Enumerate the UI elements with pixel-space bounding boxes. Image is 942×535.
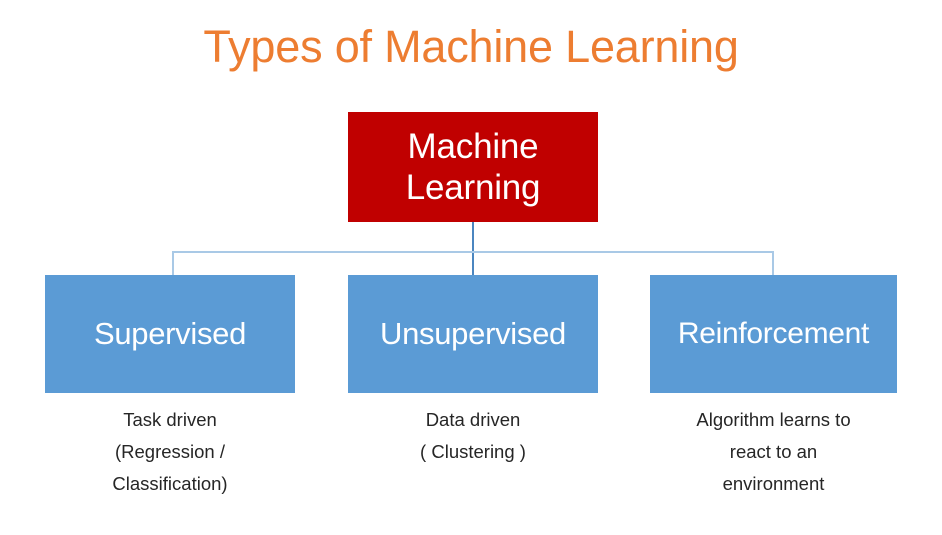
node-reinforcement[interactable]: Reinforcement: [650, 275, 897, 393]
node-reinforcement-label: Reinforcement: [677, 316, 870, 350]
node-supervised[interactable]: Supervised: [45, 275, 295, 393]
node-supervised-label: Supervised: [93, 316, 247, 352]
node-machine-learning[interactable]: Machine Learning: [348, 112, 598, 222]
node-machine-learning-label: Machine Learning: [405, 126, 541, 207]
connector-stem-root: [472, 222, 474, 275]
page-title: Types of Machine Learning: [203, 21, 739, 72]
node-unsupervised[interactable]: Unsupervised: [348, 275, 598, 393]
caption-reinforcement: Algorithm learns to react to an environm…: [696, 409, 851, 494]
connector-drop-supervised: [172, 251, 174, 276]
caption-unsupervised: Data driven ( Clustering ): [420, 409, 526, 462]
node-unsupervised-label: Unsupervised: [380, 316, 566, 352]
caption-supervised: Task driven (Regression / Classification…: [112, 409, 228, 494]
connector-horizontal-bar: [172, 251, 774, 253]
connector-drop-reinforcement: [772, 251, 774, 276]
